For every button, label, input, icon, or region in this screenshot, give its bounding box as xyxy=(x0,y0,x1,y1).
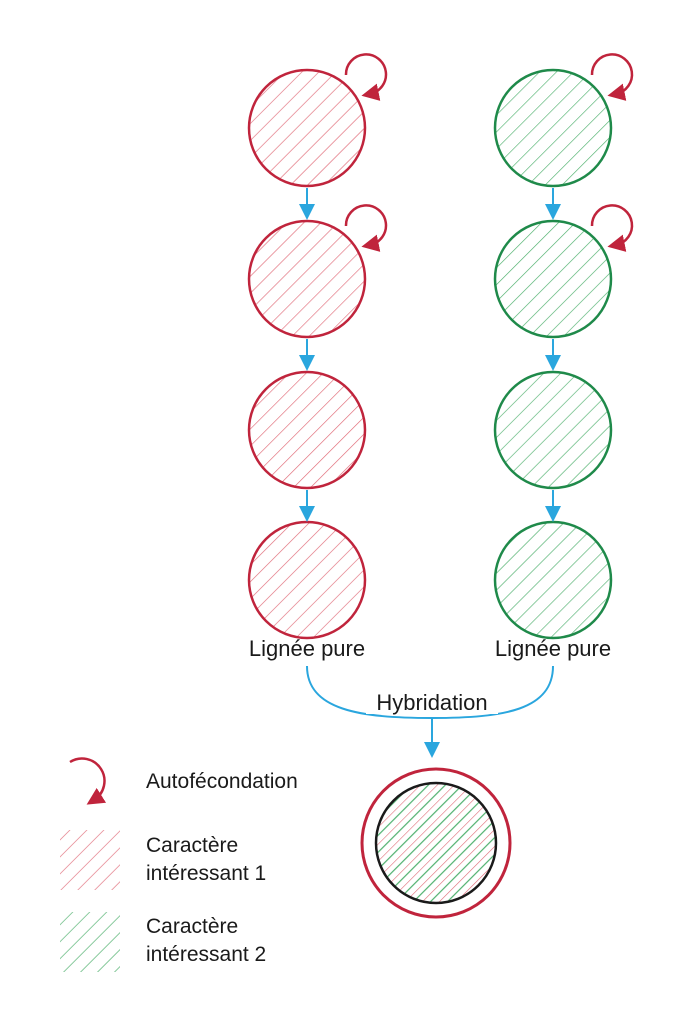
hybrid-result xyxy=(360,767,512,919)
green-line-label: Lignée pure xyxy=(495,636,611,661)
red-selfing-arrow-2 xyxy=(344,204,388,252)
hybridization: Hybridation xyxy=(306,665,554,758)
green-selfing-arrow-1 xyxy=(590,53,634,101)
red-generation-1 xyxy=(247,68,367,188)
green-generation-2 xyxy=(493,219,613,339)
line-green: Lignée pure xyxy=(493,53,634,661)
red-generation-2 xyxy=(247,219,367,339)
green-generation-4 xyxy=(493,520,613,640)
red-line-label: Lignée pure xyxy=(249,636,365,661)
line-red: Lignée pure xyxy=(247,53,388,661)
label-background xyxy=(366,688,498,714)
hybrid-inner-circle xyxy=(374,781,498,905)
green-generation-1 xyxy=(493,68,613,188)
red-hatch-icon xyxy=(60,830,120,890)
legend-self-fertilization-label: Autofécondation xyxy=(146,770,298,793)
hybridization-label: Hybridation xyxy=(376,690,487,715)
green-generation-3 xyxy=(493,370,613,490)
curved-arrow-icon xyxy=(69,757,107,805)
legend-trait1-line1: Caractère xyxy=(146,834,238,857)
red-generation-4 xyxy=(247,520,367,640)
red-selfing-arrow-1 xyxy=(344,53,388,101)
green-hatch-icon xyxy=(60,912,120,972)
legend-trait1-line2: intéressant 1 xyxy=(146,862,266,885)
legend: Autofécondation Caractère intéressant 1 … xyxy=(60,757,298,972)
green-selfing-arrow-2 xyxy=(590,204,634,252)
legend-trait2-line2: intéressant 2 xyxy=(146,943,266,966)
legend-trait2-line1: Caractère xyxy=(146,915,238,938)
red-generation-3 xyxy=(247,370,367,490)
